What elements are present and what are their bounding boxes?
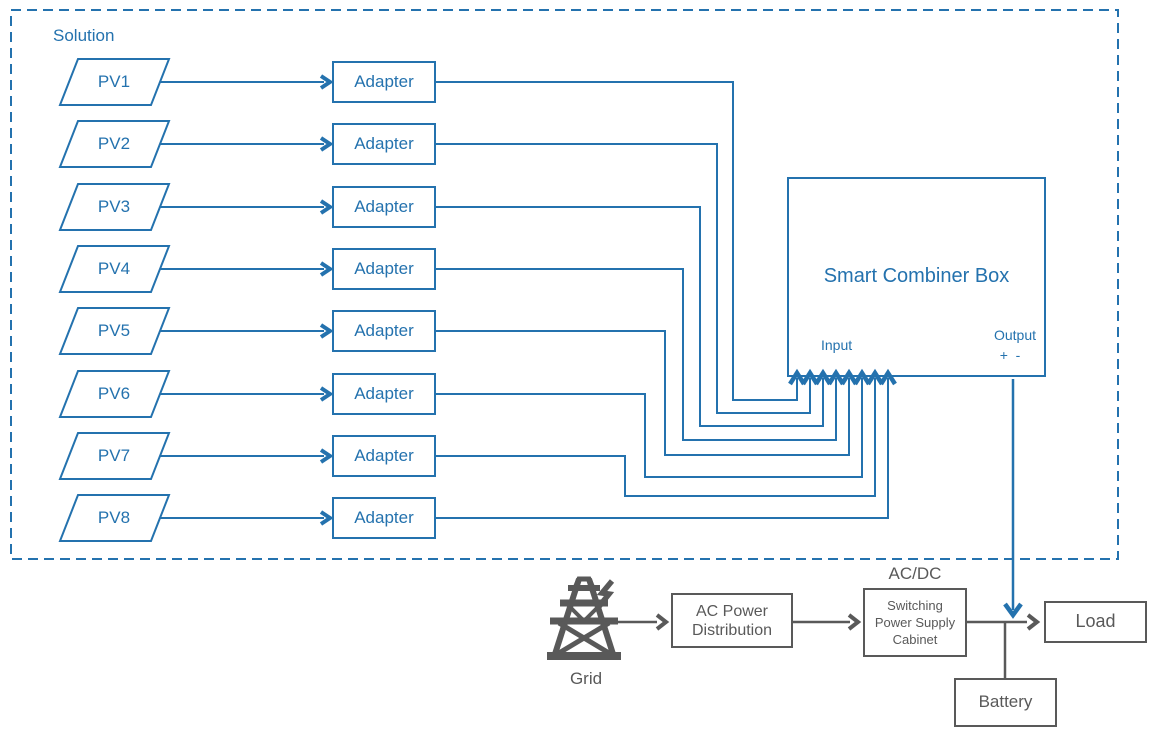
smart-combiner-box: Smart Combiner Box Input Output + -	[787, 177, 1046, 377]
combiner-polarity-label: + -	[999, 347, 1021, 363]
combiner-input-label: Input	[821, 337, 853, 353]
acdc-label: AC/DC	[888, 564, 942, 583]
grid-label: Grid	[569, 669, 603, 688]
adapter-box-4: Adapter	[332, 248, 436, 290]
ac-power-line2: Distribution	[691, 621, 773, 639]
combiner-output-label: Output	[993, 327, 1037, 343]
pv5-label: PV5	[97, 321, 131, 340]
smart-combiner-box-title: Smart Combiner Box	[823, 265, 1010, 287]
combiner-output-arrowhead	[1003, 602, 1023, 619]
pv3-label: PV3	[97, 197, 131, 216]
pv4-label: PV4	[97, 259, 131, 278]
pv-to-adapter-arrows	[160, 81, 324, 519]
adapter-box-6: Adapter	[332, 373, 436, 415]
solution-label: Solution	[53, 26, 115, 45]
pv1-label: PV1	[97, 72, 131, 91]
adapter-box-1: Adapter	[332, 61, 436, 103]
ac-power-distribution-box: AC Power Distribution	[671, 593, 793, 648]
pv8-label: PV8	[97, 508, 131, 527]
pv6-label: PV6	[97, 384, 131, 403]
pv2-label: PV2	[97, 134, 131, 153]
adapter-box-5: Adapter	[332, 310, 436, 352]
adapter-box-7: Adapter	[332, 435, 436, 477]
adapter-box-3: Adapter	[332, 186, 436, 228]
pv7-label: PV7	[97, 446, 131, 465]
ac-power-line1: AC Power	[695, 602, 769, 620]
switching-line3: Cabinet	[892, 632, 938, 647]
grid-tower-icon	[547, 576, 621, 660]
load-box: Load	[1044, 601, 1147, 643]
lightning-bolt-icon	[594, 579, 615, 611]
adapter-box-2: Adapter	[332, 123, 436, 165]
switching-line2: Power Supply	[874, 615, 956, 630]
combiner-output-wire	[1003, 379, 1023, 619]
battery-box: Battery	[954, 678, 1057, 727]
switching-line1: Switching	[887, 598, 943, 613]
switching-power-supply-cabinet-box: Switching Power Supply Cabinet	[863, 588, 967, 657]
adapter-box-8: Adapter	[332, 497, 436, 539]
pv-arrowheads	[319, 74, 334, 526]
